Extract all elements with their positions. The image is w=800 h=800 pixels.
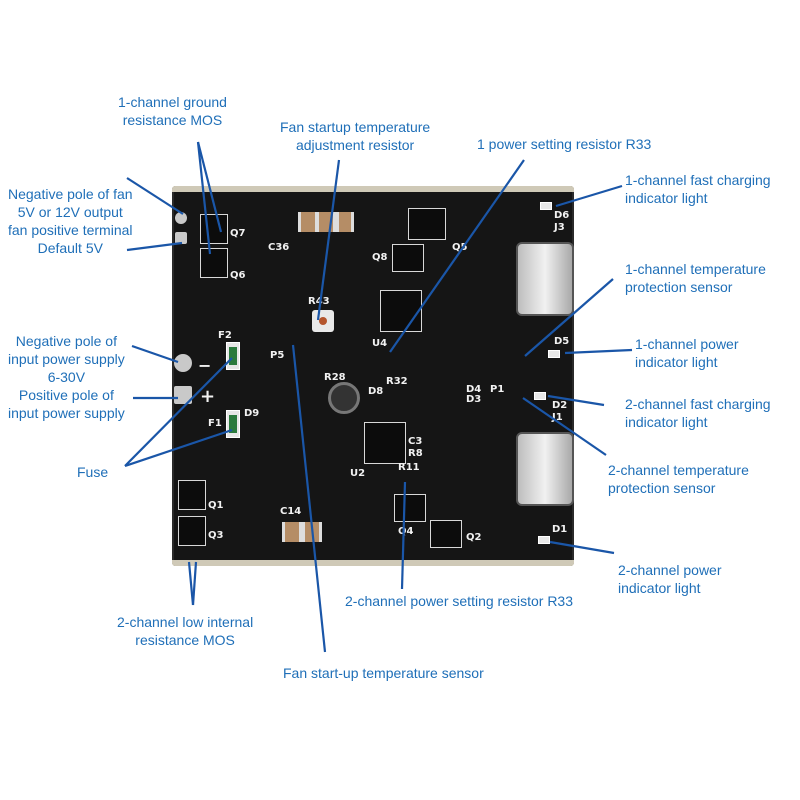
silk-u4: U4	[372, 338, 388, 349]
label-fan-adjust-resistor: Fan startup temperature adjustment resis…	[280, 119, 431, 153]
mosfet-q2	[430, 520, 462, 548]
silk-r28: R28	[324, 372, 346, 383]
silk-r43: R43	[308, 296, 330, 307]
label-ch1-fast-led: 1-channel fast charging indicator light	[625, 172, 771, 206]
pcb-board: Q7 Q6 C36 Q8 Q5 U4 R43 F2 − + F1 D9 P5 R…	[172, 186, 574, 566]
trimmer-r43	[312, 310, 334, 332]
silk-q4: Q4	[398, 526, 414, 537]
silk-f1: F1	[208, 418, 222, 429]
silk-d5: D5	[554, 336, 570, 347]
label-ch2-mos: 2-channel low internal resistance MOS	[117, 614, 254, 648]
silk-q6: Q6	[230, 270, 246, 281]
mosfet-q7	[200, 214, 228, 244]
leader-ch2-mos-2	[191, 561, 198, 606]
label-ch2-fast-led: 2-channel fast charging indicator light	[625, 396, 771, 430]
ic-u4	[380, 290, 422, 332]
capacitor	[336, 212, 354, 232]
silk-r8: R8	[408, 448, 423, 459]
silk-p1: P1	[490, 384, 505, 395]
capacitor	[282, 522, 302, 542]
label-ch1-r33: 1 power setting resistor R33	[477, 136, 652, 152]
mosfet-q1	[178, 480, 206, 510]
silk-c36: C36	[268, 242, 290, 253]
capacitor	[302, 522, 322, 542]
usb-c-port-1	[516, 242, 574, 316]
silk-plus: +	[200, 386, 216, 407]
label-ch1-power-led: 1-channel power indicator light	[635, 336, 739, 370]
silk-p5: P5	[270, 350, 285, 361]
led-d2	[534, 392, 546, 400]
silk-q7: Q7	[230, 228, 246, 239]
silk-q1: Q1	[208, 500, 224, 511]
label-ch1-temp-sensor: 1-channel temperature protection sensor	[625, 261, 766, 295]
silk-q5: Q5	[452, 242, 468, 253]
silk-d6: D6	[554, 210, 570, 221]
silk-d4: D4	[466, 384, 482, 395]
silk-r32: R32	[386, 376, 408, 387]
silk-d3: D3	[466, 394, 482, 405]
silk-j3: J3	[554, 222, 565, 233]
silk-q2: Q2	[466, 532, 482, 543]
board-edge-bottom	[172, 560, 574, 566]
board-edge-top	[172, 186, 574, 192]
fuse-f1	[226, 410, 240, 438]
led-d6	[540, 202, 552, 210]
mosfet-q4	[394, 494, 426, 522]
led-d5	[548, 350, 560, 358]
leader-ch1-power-led	[564, 348, 633, 355]
label-fan-terminals: Negative pole of fan 5V or 12V output fa…	[8, 186, 133, 256]
silk-q8: Q8	[372, 252, 388, 263]
silk-r11: R11	[398, 462, 420, 473]
fuse-f2	[226, 342, 240, 370]
usb-c-port-2	[516, 432, 574, 506]
input-positive-pad	[174, 386, 192, 404]
mosfet-q8	[392, 244, 424, 272]
label-ch2-power-led: 2-channel power indicator light	[618, 562, 722, 596]
silk-q3: Q3	[208, 530, 224, 541]
silk-c3: C3	[408, 436, 423, 447]
inductor	[328, 382, 360, 414]
label-fuse: Fuse	[77, 464, 109, 480]
fan-positive-pad	[175, 232, 187, 244]
mosfet-q3	[178, 516, 206, 546]
fan-negative-pad	[175, 212, 187, 224]
silk-d1: D1	[552, 524, 568, 535]
silk-j1: J1	[552, 412, 563, 423]
label-fan-temp-sensor: Fan start-up temperature sensor	[283, 665, 484, 681]
silk-minus: −	[198, 356, 212, 375]
mosfet-q5-area	[408, 208, 446, 240]
capacitor	[298, 212, 318, 232]
silk-f2: F2	[218, 330, 232, 341]
capacitor	[316, 212, 336, 232]
label-ch2-temp-sensor: 2-channel temperature protection sensor	[608, 462, 749, 496]
silk-d2: D2	[552, 400, 568, 411]
silk-d8: D8	[368, 386, 384, 397]
mosfet-q6	[200, 248, 228, 278]
led-d1	[538, 536, 550, 544]
silk-u2: U2	[350, 468, 366, 479]
label-ground-mos: 1-channel ground resistance MOS	[118, 94, 227, 128]
label-input-power: Negative pole of input power supply 6-30…	[8, 333, 125, 421]
silk-c14: C14	[280, 506, 302, 517]
input-negative-pad	[174, 354, 192, 372]
leader-ch2-mos-1	[187, 561, 195, 606]
silk-d9: D9	[244, 408, 260, 419]
ic-u2	[364, 422, 406, 464]
label-ch2-r33: 2-channel power setting resistor R33	[345, 593, 574, 609]
